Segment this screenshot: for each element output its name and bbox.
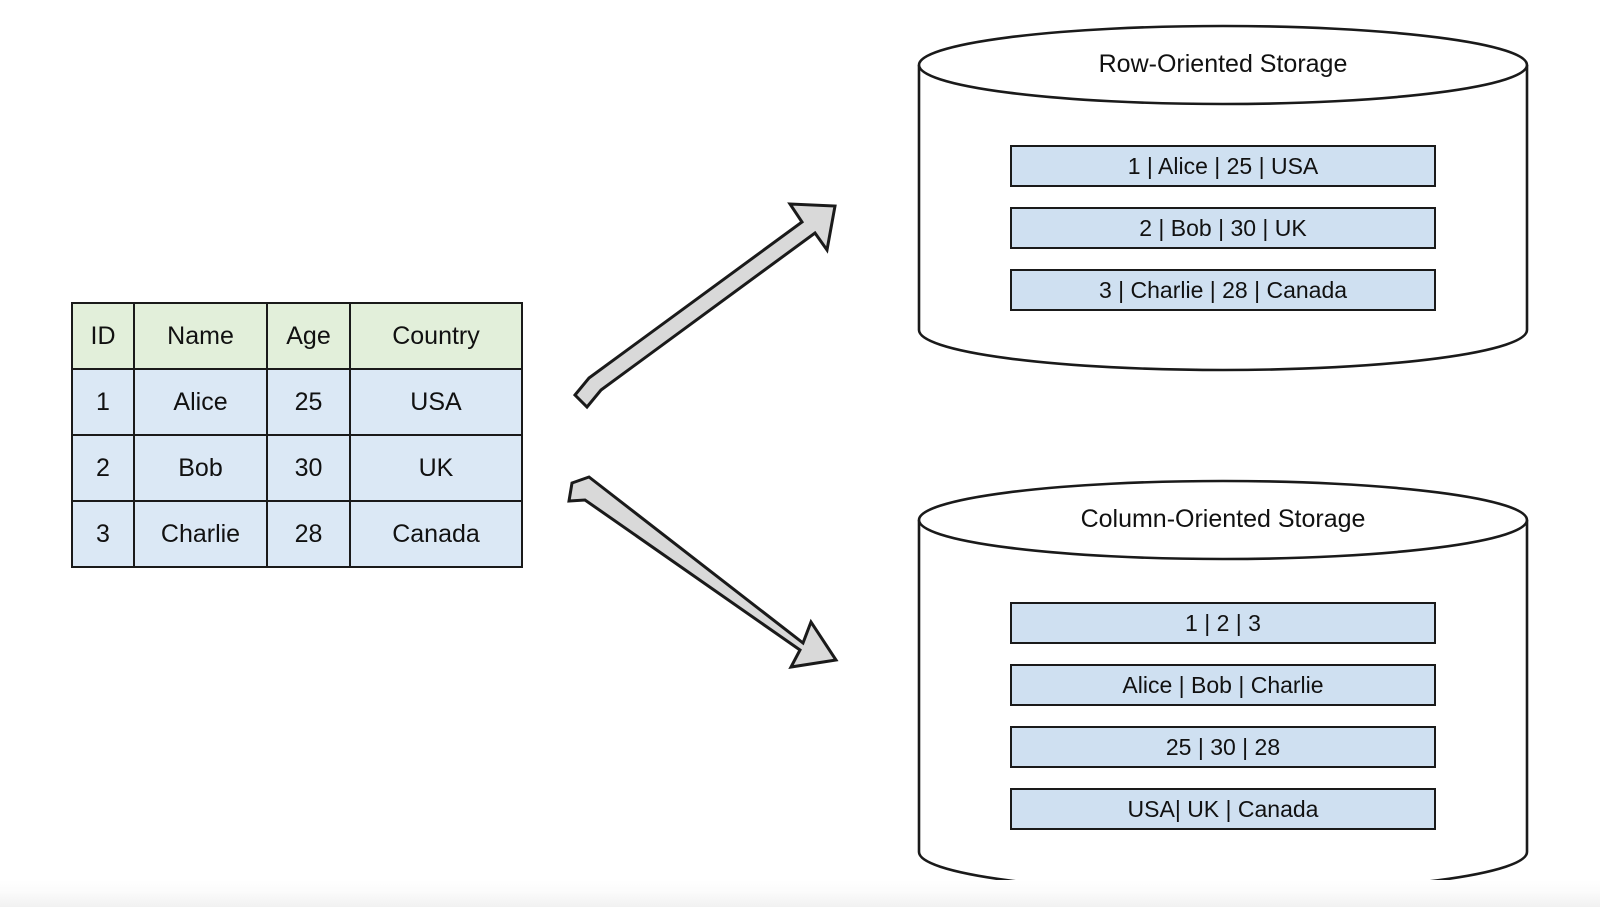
cell-id: 1 [71,368,135,436]
column-header-country: Country [349,302,523,370]
storage-bar: 1 | 2 | 3 [1010,602,1436,644]
arrow-to-column-storage [567,475,839,669]
cell-age: 30 [266,434,351,502]
row-oriented-storage: Row-Oriented Storage 1 | Alice | 25 | US… [917,24,1529,372]
storage-bar: 3 | Charlie | 28 | Canada [1010,269,1436,311]
storage-title: Row-Oriented Storage [1098,50,1348,78]
cell-age: 28 [266,500,351,568]
table-row: 1 Alice 25 USA [71,368,523,436]
cell-name: Charlie [133,500,268,568]
table-header-row: ID Name Age Country [71,302,523,370]
cell-id: 3 [71,500,135,568]
source-data-table: ID Name Age Country 1 Alice 25 USA 2 Bob… [71,302,523,568]
cell-id: 2 [71,434,135,502]
storage-bar: 25 | 30 | 28 [1010,726,1436,768]
cell-name: Alice [133,368,268,436]
cell-name: Bob [133,434,268,502]
storage-bar: USA| UK | Canada [1010,788,1436,830]
column-header-name: Name [133,302,268,370]
table-row: 3 Charlie 28 Canada [71,500,523,568]
storage-title: Column-Oriented Storage [1080,505,1366,533]
cell-country: USA [349,368,523,436]
storage-bar: Alice | Bob | Charlie [1010,664,1436,706]
cell-age: 25 [266,368,351,436]
storage-bar-list: 1 | Alice | 25 | USA 2 | Bob | 30 | UK 3… [1010,145,1436,311]
cell-country: UK [349,434,523,502]
storage-bar: 2 | Bob | 30 | UK [1010,207,1436,249]
cell-country: Canada [349,500,523,568]
arrow-to-row-storage [572,202,837,410]
column-header-id: ID [71,302,135,370]
column-header-age: Age [266,302,351,370]
column-oriented-storage: Column-Oriented Storage 1 | 2 | 3 Alice … [917,479,1529,894]
page-bottom-edge [0,880,1600,907]
table-row: 2 Bob 30 UK [71,434,523,502]
storage-bar-list: 1 | 2 | 3 Alice | Bob | Charlie 25 | 30 … [1010,602,1436,830]
storage-bar: 1 | Alice | 25 | USA [1010,145,1436,187]
